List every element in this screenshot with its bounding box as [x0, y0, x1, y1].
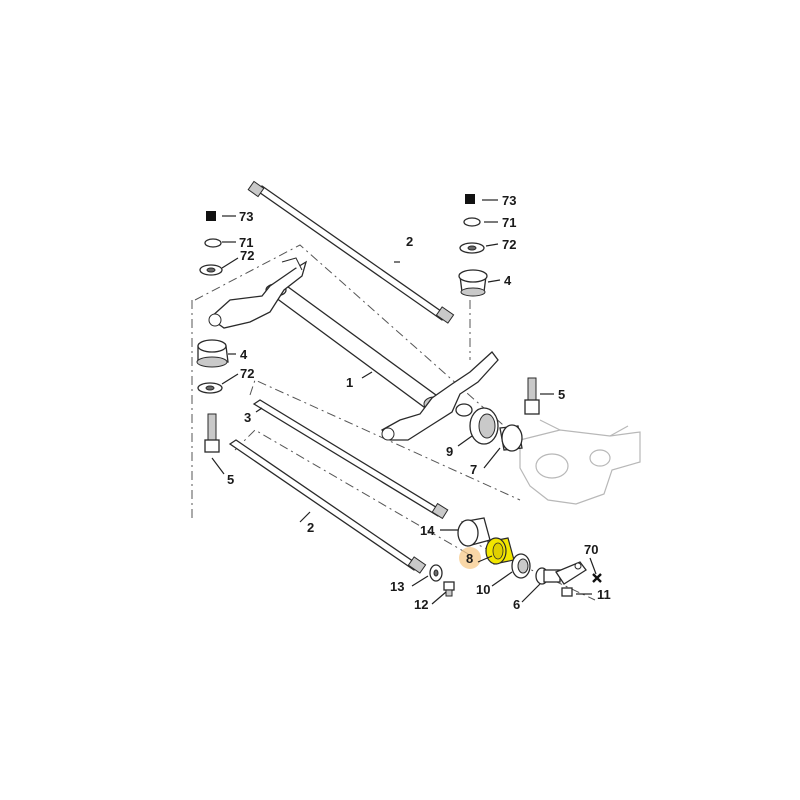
- callout-9: 9: [446, 444, 453, 459]
- bush-7: [499, 424, 523, 452]
- callout-14: 14: [420, 523, 435, 538]
- seal-10: [511, 553, 531, 579]
- callout-8: 8: [466, 551, 473, 566]
- sleeve-14: [457, 517, 491, 547]
- right-bolt: [524, 377, 540, 415]
- callout-4-right: 4: [504, 273, 512, 288]
- callout-10: 10: [476, 582, 490, 597]
- left-bolt: [204, 413, 220, 453]
- square-marker-right: [465, 194, 475, 204]
- callout-71-right: 71: [502, 215, 516, 230]
- torsion-bar-top: [247, 180, 455, 324]
- cross-marker: [592, 573, 602, 583]
- callout-2-top: 2: [406, 234, 413, 249]
- right-trailing-arm: [381, 351, 499, 441]
- washer-13: [429, 564, 443, 582]
- bearing-8-highlighted[interactable]: [485, 537, 515, 565]
- bolt-12: [443, 581, 455, 597]
- screw-11: [561, 587, 573, 597]
- callout-3: 3: [244, 410, 251, 425]
- callout-70: 70: [584, 542, 598, 557]
- ghost-hub-housing: [519, 419, 641, 505]
- left-trailing-arm: [208, 257, 308, 329]
- callout-12: 12: [414, 597, 428, 612]
- stub-6: [535, 561, 587, 585]
- bar-3: [252, 399, 449, 520]
- callout-5-left: 5: [227, 472, 234, 487]
- callout-8-highlight: [459, 547, 481, 569]
- callout-11: 11: [597, 587, 611, 602]
- callout-72-right: 72: [502, 237, 516, 252]
- callout-73-right: 73: [502, 193, 516, 208]
- callout-13: 13: [390, 579, 404, 594]
- callout-5-right: 5: [558, 387, 565, 402]
- callout-2-bottom: 2: [307, 520, 314, 535]
- leader-lines: [211, 199, 597, 605]
- callout-6: 6: [513, 597, 520, 612]
- callout-labels: 73 71 72 4 72 3 5 2 1 73 71 72 4 5 9 7 2…: [227, 193, 611, 612]
- callout-71-left: 71: [239, 235, 253, 250]
- callout-1: 1: [346, 375, 353, 390]
- callout-72-left-top: 72: [240, 248, 254, 263]
- square-marker-left: [206, 211, 216, 221]
- callout-7: 7: [470, 462, 477, 477]
- torsion-bar-bottom: [228, 439, 427, 574]
- callout-72-left-bottom: 72: [240, 366, 254, 381]
- callout-73-left: 73: [239, 209, 253, 224]
- left-mount-stack: [196, 238, 229, 394]
- bearing-9: [469, 407, 499, 445]
- callout-4-left: 4: [240, 347, 248, 362]
- right-mount-stack: [458, 217, 488, 297]
